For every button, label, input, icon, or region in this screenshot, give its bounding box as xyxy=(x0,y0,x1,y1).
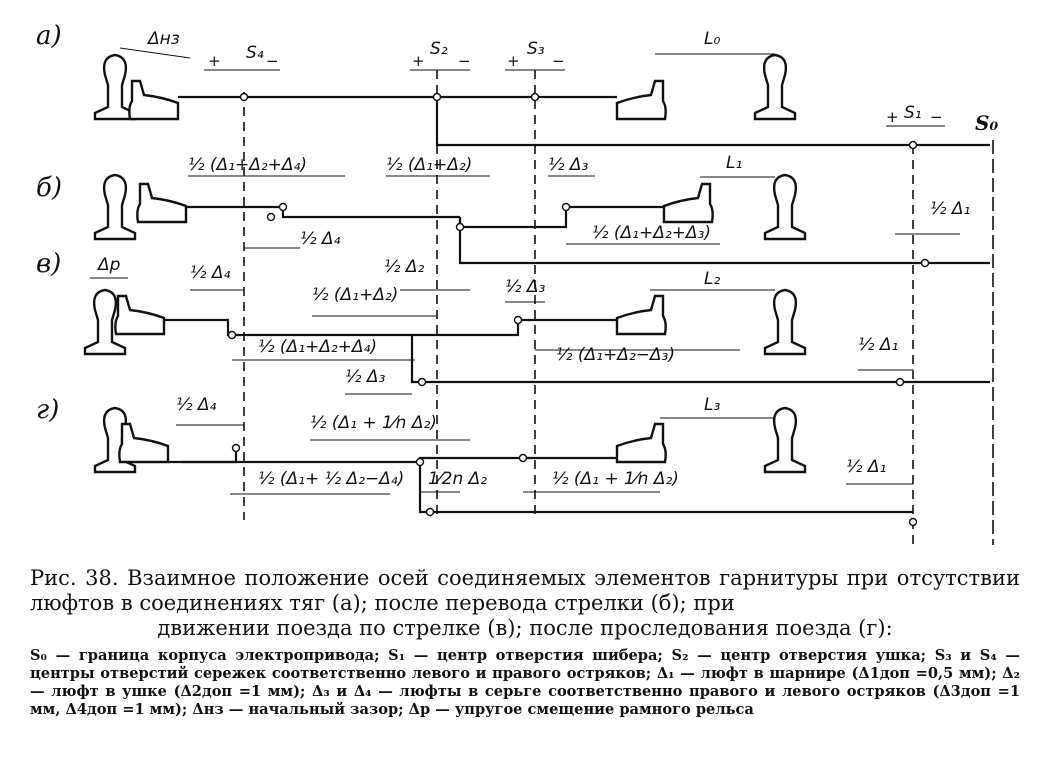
svg-text:½ Δ₃: ½ Δ₃ xyxy=(345,367,386,387)
point-right-v xyxy=(615,294,667,336)
rod-g1 xyxy=(182,456,617,464)
rail-left-b xyxy=(93,173,137,241)
caption-title-line1: Рис. 38. Взаимное положение осей соединя… xyxy=(30,566,1020,615)
svg-text:+: + xyxy=(886,108,899,126)
svg-text:½ (Δ₁+ ½ Δ₂−Δ₄): ½ (Δ₁+ ½ Δ₂−Δ₄) xyxy=(258,469,404,489)
label-s2: S₂ xyxy=(430,39,448,59)
svg-text:½ Δ₁: ½ Δ₁ xyxy=(846,457,886,477)
rail-right-a xyxy=(753,53,797,121)
svg-text:Δp: Δp xyxy=(96,255,121,275)
point-left-g xyxy=(118,422,170,464)
row-marker-g: г) xyxy=(36,395,59,425)
svg-text:½ (Δ₁ + 1⁄n Δ₂): ½ (Δ₁ + 1⁄n Δ₂) xyxy=(552,469,679,489)
svg-text:+: + xyxy=(412,52,425,70)
point-left-v xyxy=(114,294,166,336)
gap-v: L₂ xyxy=(704,269,720,289)
rod-v1 xyxy=(165,318,412,337)
svg-text:+: + xyxy=(208,52,221,70)
svg-text:½ Δ₁: ½ Δ₁ xyxy=(930,199,970,219)
svg-text:1⁄2n Δ₂: 1⁄2n Δ₂ xyxy=(428,469,487,489)
rod-b3 xyxy=(458,217,990,265)
label-s4: S₄ xyxy=(246,43,264,63)
row-marker-b: б) xyxy=(36,173,62,203)
point-right-g xyxy=(615,422,667,464)
svg-text:½ (Δ₁+Δ₂): ½ (Δ₁+Δ₂) xyxy=(312,285,398,305)
svg-text:−: − xyxy=(458,52,471,70)
rod-a2 xyxy=(435,97,990,147)
svg-text:½ Δ₂: ½ Δ₂ xyxy=(384,257,425,277)
rod-v2 xyxy=(412,318,617,337)
svg-text:+: + xyxy=(507,52,520,70)
svg-text:½ (Δ₁+Δ₂−Δ₃): ½ (Δ₁+Δ₂−Δ₃) xyxy=(556,345,675,365)
caption-title: Рис. 38. Взаимное положение осей соединя… xyxy=(30,566,1020,641)
svg-text:−: − xyxy=(930,108,943,126)
caption-legend: S₀ — граница корпуса электропривода; S₁ … xyxy=(30,647,1020,718)
svg-text:½ (Δ₁+Δ₂+Δ₄): ½ (Δ₁+Δ₂+Δ₄) xyxy=(188,155,307,175)
svg-text:½ (Δ₁+Δ₂+Δ₄): ½ (Δ₁+Δ₂+Δ₄) xyxy=(258,337,377,357)
svg-text:½ (Δ₁ + 1⁄n Δ₂): ½ (Δ₁ + 1⁄n Δ₂) xyxy=(310,413,437,433)
svg-text:½ Δ₃: ½ Δ₃ xyxy=(505,277,546,297)
svg-text:½ Δ₃: ½ Δ₃ xyxy=(548,155,589,175)
point-left-a xyxy=(128,79,180,121)
gap-g: L₃ xyxy=(704,395,720,415)
gap-b: L₁ xyxy=(726,153,742,173)
rail-right-v xyxy=(763,288,807,356)
point-right-b xyxy=(662,182,714,224)
point-left-b xyxy=(136,182,188,224)
rod-g2 xyxy=(418,462,913,514)
label-s0: S₀ xyxy=(975,111,998,135)
svg-text:−: − xyxy=(266,52,279,70)
figure-caption: Рис. 38. Взаимное положение осей соединя… xyxy=(30,566,1020,719)
caption-title-line2: движении поезда по стрелке (в); после пр… xyxy=(157,616,893,640)
svg-text:½ Δ₁: ½ Δ₁ xyxy=(858,335,898,355)
row-marker-v: в) xyxy=(36,249,61,279)
svg-text:½ (Δ₁+Δ₂): ½ (Δ₁+Δ₂) xyxy=(386,155,472,175)
svg-text:½ (Δ₁+Δ₂+Δ₃): ½ (Δ₁+Δ₂+Δ₃) xyxy=(592,223,711,243)
row-marker-a: а) xyxy=(36,21,62,51)
rail-right-b xyxy=(763,173,807,241)
svg-text:½ Δ₄: ½ Δ₄ xyxy=(176,395,217,415)
label-dnz: Δнз xyxy=(146,29,180,49)
svg-text:−: − xyxy=(552,52,565,70)
label-s3: S₃ xyxy=(527,39,545,59)
rod-b1 xyxy=(186,205,460,219)
svg-text:½ Δ₄: ½ Δ₄ xyxy=(190,263,231,283)
rod-v3 xyxy=(410,335,990,384)
svg-text:½ Δ₄: ½ Δ₄ xyxy=(300,229,341,249)
rod-g0 xyxy=(168,448,238,464)
point-right-a xyxy=(615,79,667,121)
label-s1: S₁ xyxy=(904,103,922,123)
gap-a: L₀ xyxy=(704,29,720,49)
garnish-axes-diagram: а) + − S₄ + − S₂ + − S₃ + − S₁ S₀ Δнз L₀… xyxy=(36,21,998,545)
